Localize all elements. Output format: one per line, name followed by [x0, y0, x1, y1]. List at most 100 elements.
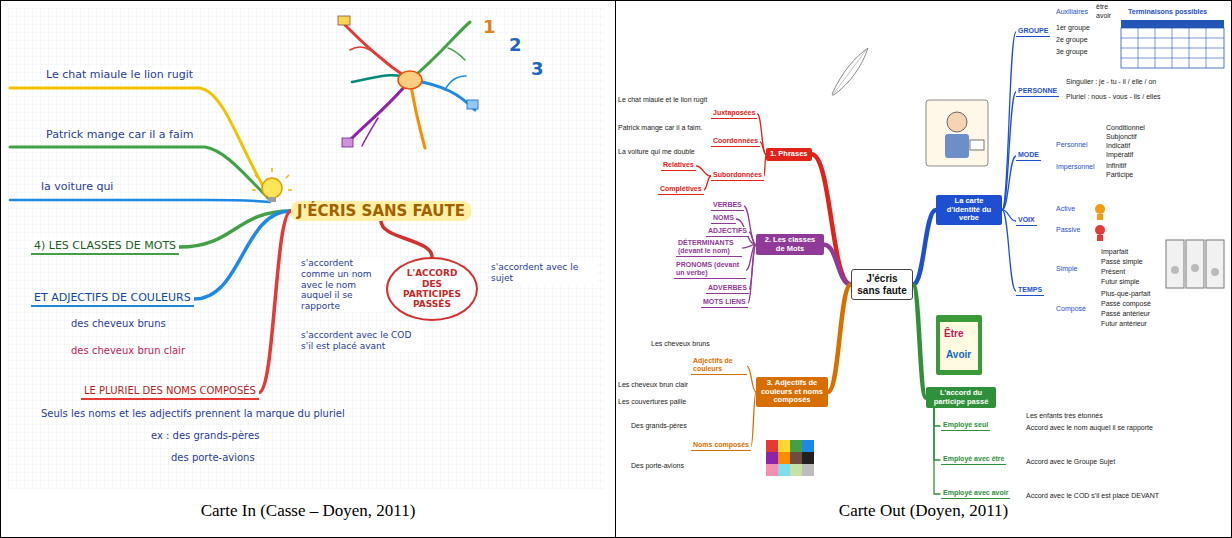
- rule-text: Accord avec le nom auquel il se rapporte: [1026, 424, 1153, 432]
- node-text: VERBES: [713, 201, 742, 209]
- example-text: des porte-avions: [170, 452, 256, 464]
- node-text: Subordonnées: [713, 171, 762, 179]
- example-sentence: La voiture qui me double: [618, 148, 695, 156]
- leaf-text: être: [1096, 3, 1108, 11]
- branch-connector: [934, 408, 940, 460]
- example-text: Des porte-avions: [631, 462, 684, 470]
- rule-text: Accord avec le COD s'il est placé DEVANT: [1026, 492, 1159, 500]
- leaf-text: avoir: [1096, 12, 1111, 20]
- lightbulb-icon: [252, 168, 292, 202]
- example-text: des cheveux bruns: [70, 318, 167, 330]
- branch-connector: [757, 114, 766, 154]
- leaf-text: Passé simple: [1101, 258, 1143, 266]
- example-text: Les cheveux bruns: [651, 340, 710, 348]
- branch-line: [10, 200, 270, 202]
- topic-label: VERBES: [711, 201, 744, 211]
- node-text: ADJECTIFS: [708, 227, 747, 235]
- node-text: 4) LES CLASSES DE MOTS: [34, 239, 176, 252]
- example-sentence: la voiture qui: [40, 180, 114, 193]
- identity-card-illustration: [926, 100, 988, 166]
- branch-connector: [934, 408, 940, 494]
- branch-box: 3. Adjectifs de couleurs et noms composé…: [756, 377, 828, 407]
- example-sentence: Patrick mange car il a faim.: [618, 124, 702, 132]
- endings-table: [1121, 20, 1224, 68]
- leaf-text: Présent: [1101, 268, 1125, 276]
- branch-box: 2. Les classes de Mots: [756, 234, 824, 255]
- branch-connector: [749, 232, 756, 245]
- node-text: LE PLURIEL DES NOMS COMPOSÉS: [84, 385, 256, 397]
- example-text: ex : des grands-pères: [150, 430, 260, 442]
- node-text: ADVERBES: [708, 284, 747, 292]
- example-text: Les cheveux brun clair: [618, 381, 688, 389]
- node-text: TEMPS: [1018, 286, 1042, 294]
- book-title: Être: [944, 328, 963, 340]
- topic-label: MOTS LIENS: [701, 298, 748, 308]
- leaf-text: Conditionnel: [1106, 124, 1145, 132]
- callout-number: 2: [508, 34, 523, 56]
- leaf-text: Plus-que-parfait: [1101, 290, 1150, 298]
- node-text: MODE: [1018, 151, 1039, 159]
- node-text: PERSONNE: [1018, 87, 1057, 95]
- leaf-text: Impératif: [1106, 151, 1133, 159]
- branch-line: [10, 147, 270, 200]
- branch-connector: [696, 166, 711, 176]
- branch-connector: [913, 285, 926, 398]
- leaf-text: Passé composé: [1101, 300, 1151, 308]
- branch-heading: ET ADJECTIFS DE COULEURS: [31, 291, 194, 307]
- node-text: L'ACCORD DES PARTICIPES PASSÉS: [398, 268, 466, 309]
- node-text: Employé avec être: [943, 455, 1004, 463]
- callout-number: 1: [482, 16, 497, 38]
- leaf-text: 2e groupe: [1056, 36, 1088, 44]
- central-topic: J'ÉCRIS SANS FAUTE: [291, 201, 471, 221]
- central-topic: J'écris sans faute: [851, 269, 913, 300]
- topic-circle: L'ACCORD DES PARTICIPES PASSÉS: [386, 257, 478, 321]
- example-sentence: Patrick mange car il a faim: [45, 128, 194, 141]
- leaf-text: Imparfait: [1101, 248, 1128, 256]
- leaf-text: Simple: [1056, 265, 1077, 273]
- callout-number: 3: [530, 58, 545, 80]
- rule-text: s'accordent comme un nom avec le nom auq…: [300, 258, 384, 312]
- example-sentence: Le chat miaule et le lion rugit: [618, 96, 707, 104]
- branch-connector: [259, 211, 291, 393]
- node-text: Coordonnées: [713, 137, 758, 145]
- topic-label: Employé seul: [941, 421, 990, 431]
- figure-caption: Carte Out (Doyen, 2011): [616, 501, 1231, 521]
- topic-label: GROUPE: [1016, 27, 1050, 37]
- colour-picture: [766, 440, 814, 476]
- leaf-text: Pluriel : nous - vous - ils / elles: [1066, 93, 1161, 101]
- topic-label: PRONOMS (devant un verbe): [674, 261, 746, 279]
- branch-connector: [744, 206, 756, 245]
- node-text: 1. Phrases: [770, 150, 808, 159]
- leaf-text: Participe: [1106, 171, 1133, 179]
- topic-label: PERSONNE: [1016, 87, 1059, 97]
- branch-box: 1. Phrases: [766, 148, 812, 161]
- example-text: des cheveux brun clair: [70, 345, 186, 357]
- topic-label: ADVERBES: [706, 284, 749, 294]
- topic-label: Employé avec être: [941, 455, 1006, 465]
- leaf-text: Active: [1056, 205, 1075, 213]
- branch-connector: [1002, 156, 1016, 210]
- leaf-text: Futur antérieur: [1101, 320, 1147, 328]
- rule-text: s'accordent avec le sujet: [490, 262, 597, 284]
- rule-text: Accord avec le Groupe Sujet: [1026, 458, 1115, 466]
- topic-label: Coordonnées: [711, 137, 760, 147]
- branch-connector: [381, 221, 432, 257]
- topic-label: Complétives: [658, 185, 704, 195]
- leaf-text: Indicatif: [1106, 142, 1130, 150]
- example-text: Les enfants très étonnés: [1026, 412, 1103, 420]
- topic-label: NOMS: [711, 214, 736, 224]
- topic-label: MODE: [1016, 151, 1041, 161]
- node-text: GROUPE: [1018, 27, 1048, 35]
- topic-label: Relatives: [661, 161, 696, 171]
- node-text: Noms composés: [693, 441, 749, 449]
- graph-paper: [8, 8, 604, 490]
- branch-connector: [1002, 32, 1016, 210]
- example-text: Les couvertures paille: [618, 398, 686, 406]
- node-text: Employé seul: [943, 421, 988, 429]
- leaf-text: Passive: [1056, 226, 1081, 234]
- node-text: DÉTERMINANTS (devant le nom): [678, 239, 740, 255]
- figure-caption: Carte In (Casse – Doyen, 2011): [1, 501, 615, 521]
- branch-connector: [828, 285, 851, 392]
- leaf-text: Passé antérieur: [1101, 310, 1150, 318]
